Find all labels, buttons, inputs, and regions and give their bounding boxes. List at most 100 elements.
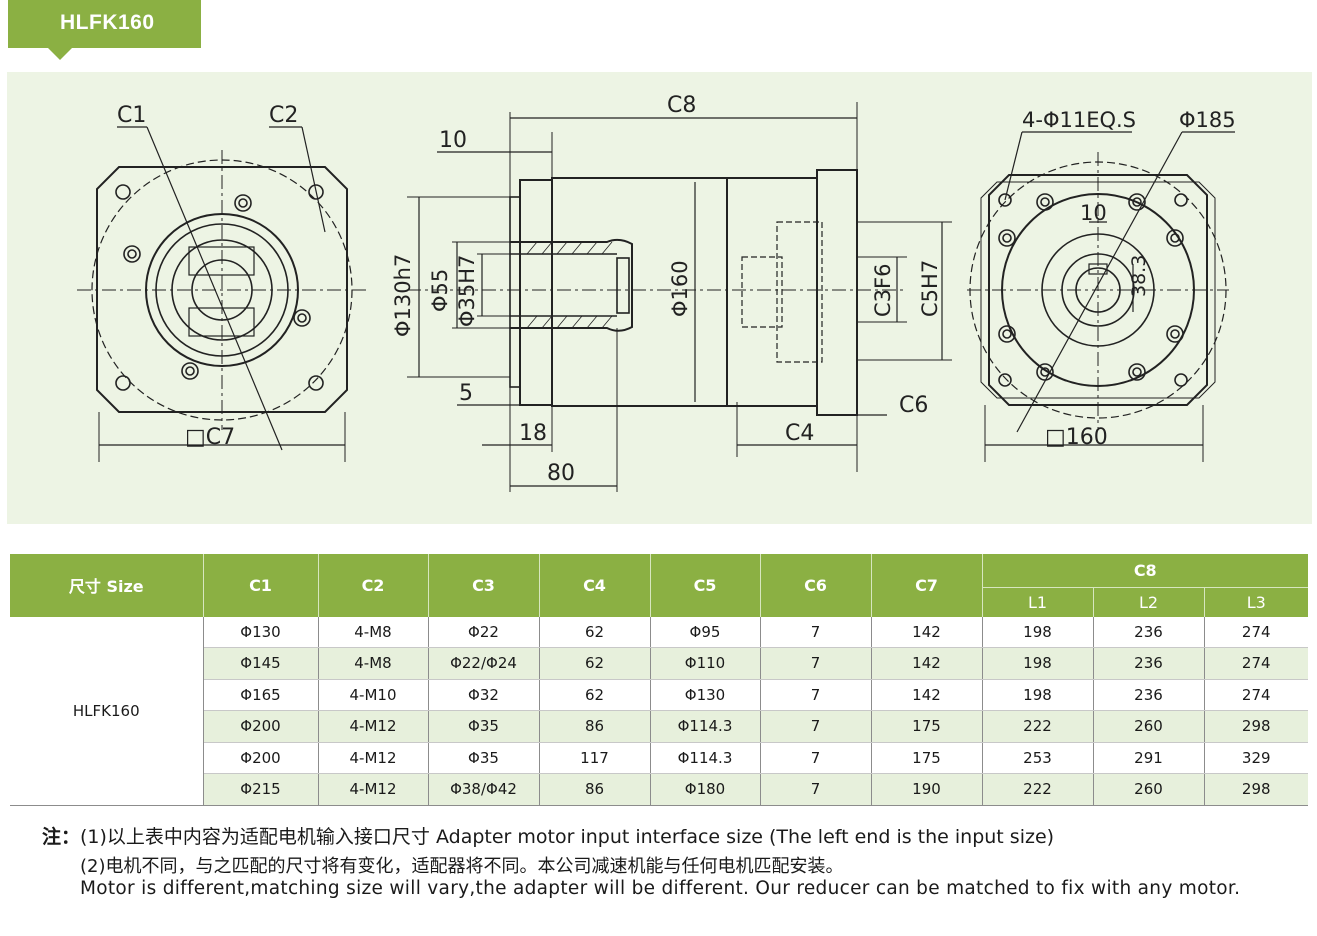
label-10: 10	[439, 128, 467, 153]
cell-c2: 4-M8	[318, 616, 429, 648]
cell-c5: Φ130	[650, 679, 761, 711]
cell-c7: 175	[871, 710, 983, 743]
cell-l2: 236	[1093, 647, 1205, 680]
cell-c5: Φ95	[650, 616, 761, 648]
note-line-3: Motor is different,matching size will va…	[80, 878, 1241, 899]
cell-c1: Φ165	[203, 679, 319, 711]
cell-c6: 7	[760, 616, 872, 648]
header-c6: C6	[760, 554, 872, 617]
cell-c1: Φ200	[203, 710, 319, 743]
label-c5: C5H7	[918, 260, 942, 317]
cell-c1: Φ145	[203, 647, 319, 680]
cell-c3: Φ22	[428, 616, 540, 648]
label-c2: C2	[269, 103, 298, 128]
cell-c4: 86	[539, 773, 651, 806]
cell-c1: Φ200	[203, 742, 319, 774]
label-c6: C6	[899, 393, 928, 418]
cell-c6: 7	[760, 710, 872, 743]
cell-c7: 175	[871, 742, 983, 774]
output-flange-view	[967, 131, 1235, 462]
model-cell: HLFK160	[10, 616, 204, 806]
label-c1: C1	[117, 103, 146, 128]
cell-c2: 4-M12	[318, 773, 429, 806]
cell-l2: 236	[1093, 679, 1205, 711]
header-c5: C5	[650, 554, 761, 617]
label-38: 38.3	[1128, 255, 1150, 297]
cell-c7: 142	[871, 616, 983, 648]
cell-c6: 7	[760, 742, 872, 774]
cell-c3: Φ35	[428, 710, 540, 743]
technical-drawing: C1 C2 □C7	[7, 72, 1312, 524]
cell-c4: 62	[539, 679, 651, 711]
drawing-svg: C1 C2 □C7	[77, 93, 1236, 492]
model-tag-notch	[48, 48, 72, 60]
cell-l2: 260	[1093, 710, 1205, 743]
cell-c3: Φ32	[428, 679, 540, 711]
cell-c2: 4-M12	[318, 710, 429, 743]
input-flange-view	[77, 126, 367, 462]
cell-l1: 198	[982, 616, 1094, 648]
label-18: 18	[519, 421, 547, 446]
label-d55: Φ55	[428, 269, 452, 312]
header-c4: C4	[539, 554, 651, 617]
cell-l2: 291	[1093, 742, 1205, 774]
header-c1: C1	[203, 554, 319, 617]
cell-l1: 253	[982, 742, 1094, 774]
label-d35: Φ35H7	[455, 255, 479, 327]
cell-c7: 190	[871, 773, 983, 806]
note-prefix: 注：	[42, 826, 81, 848]
cell-l2: 260	[1093, 773, 1205, 806]
table-row: Φ215 4-M12 Φ38/Φ42 86 Φ180 7 190 222 260…	[10, 773, 1308, 806]
cell-l3: 274	[1204, 616, 1308, 648]
cell-l3: 274	[1204, 647, 1308, 680]
table-row: Φ145 4-M8 Φ22/Φ24 62 Φ110 7 142 198 236 …	[10, 647, 1308, 680]
cell-c4: 62	[539, 647, 651, 680]
cell-l3: 298	[1204, 710, 1308, 743]
header-l3: L3	[1204, 586, 1308, 617]
label-c4: C4	[785, 421, 814, 446]
cell-c4: 117	[539, 742, 651, 774]
header-c7: C7	[871, 554, 983, 617]
header-size: 尺寸 Size	[10, 554, 204, 617]
cell-c1: Φ130	[203, 616, 319, 648]
label-c3: C3F6	[871, 264, 895, 317]
cell-c2: 4-M12	[318, 742, 429, 774]
table-row: Φ165 4-M10 Φ32 62 Φ130 7 142 198 236 274	[10, 679, 1308, 711]
label-80: 80	[547, 461, 575, 486]
cell-c6: 7	[760, 647, 872, 680]
cell-c5: Φ180	[650, 773, 761, 806]
note-1-text: (1)以上表中内容为适配电机输入接口尺寸 Adapter motor input…	[80, 826, 1055, 848]
header-c2: C2	[318, 554, 429, 617]
label-c7: □C7	[185, 425, 235, 450]
model-tag: HLFK160	[8, 0, 201, 48]
size-table: 尺寸 Size C1 C2 C3 C4 C5 C6 C7 C8 L1 L2 L3…	[10, 554, 1308, 806]
cell-c5: Φ110	[650, 647, 761, 680]
cell-c5: Φ114.3	[650, 742, 761, 774]
cell-c7: 142	[871, 679, 983, 711]
note-line-2: (2)电机不同，与之匹配的尺寸将有变化，适配器将不同。本公司减速机能与任何电机匹…	[80, 856, 844, 877]
label-sq160: □160	[1045, 425, 1108, 450]
label-c8: C8	[667, 93, 696, 118]
cell-c3: Φ22/Φ24	[428, 647, 540, 680]
label-d130: Φ130h7	[391, 254, 415, 337]
header-c8: C8	[982, 554, 1308, 587]
header-c3: C3	[428, 554, 540, 617]
table-row: Φ200 4-M12 Φ35 86 Φ114.3 7 175 222 260 2…	[10, 710, 1308, 743]
cell-l3: 329	[1204, 742, 1308, 774]
table-row: HLFK160 Φ130 4-M8 Φ22 62 Φ95 7 142 198 2…	[10, 616, 1308, 806]
cell-c7: 142	[871, 647, 983, 680]
cell-l1: 198	[982, 679, 1094, 711]
note-line-1: 注：(1)以上表中内容为适配电机输入接口尺寸 Adapter motor inp…	[42, 822, 1054, 849]
cell-l1: 222	[982, 773, 1094, 806]
cell-l1: 222	[982, 710, 1094, 743]
cell-c6: 7	[760, 773, 872, 806]
table-body: HLFK160 Φ130 4-M8 Φ22 62 Φ95 7 142 198 2…	[10, 616, 1308, 806]
cell-l2: 236	[1093, 616, 1205, 648]
cell-l3: 298	[1204, 773, 1308, 806]
cell-c1: Φ215	[203, 773, 319, 806]
label-5: 5	[459, 381, 473, 406]
label-d185: Φ185	[1179, 108, 1236, 132]
cell-c6: 7	[760, 679, 872, 711]
cell-c5: Φ114.3	[650, 710, 761, 743]
cell-c2: 4-M8	[318, 647, 429, 680]
